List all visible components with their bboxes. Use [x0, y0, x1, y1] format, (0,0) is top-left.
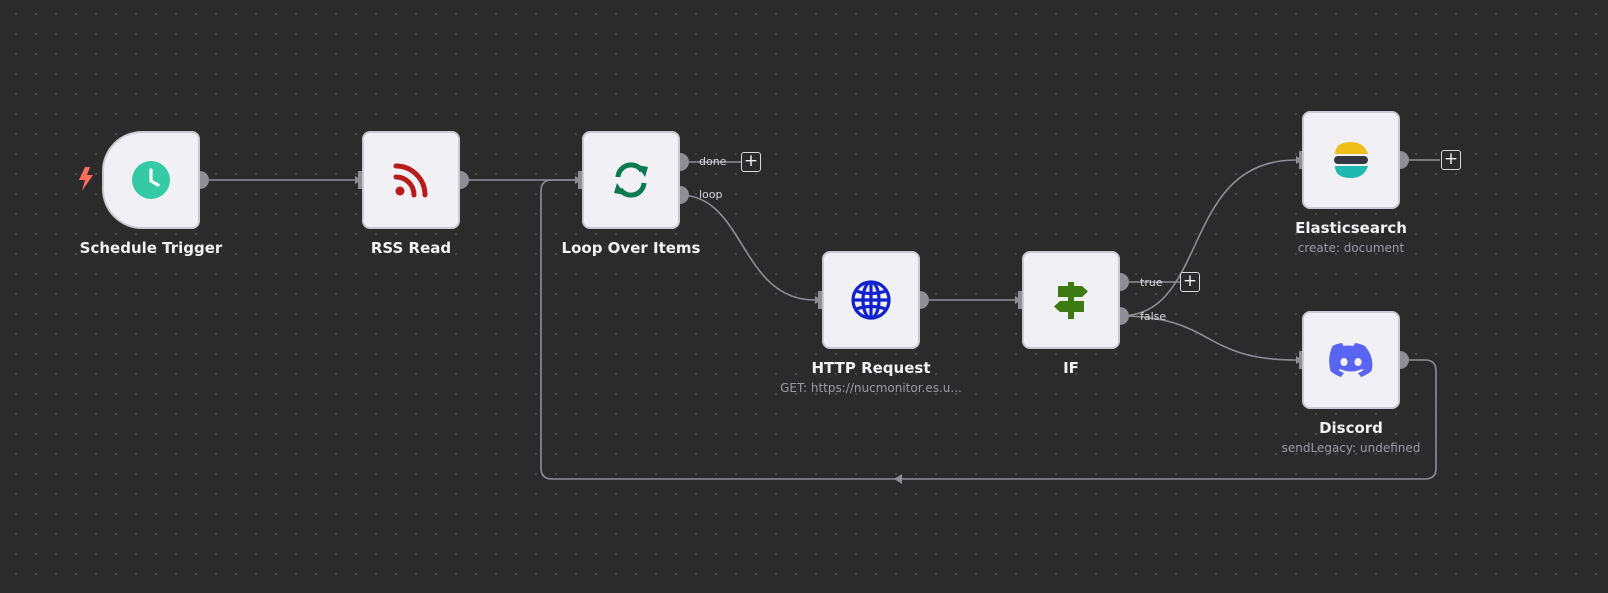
connection-if-discord — [1119, 315, 1297, 361]
handle-label-loop: loop — [699, 188, 723, 201]
node-label-loop-over-items: Loop Over Items — [561, 239, 701, 257]
handle-label-true: true — [1140, 276, 1163, 289]
handle-label-done: done — [699, 155, 727, 168]
connection-if-elastic — [1119, 159, 1297, 317]
add-node-button-true[interactable]: + — [1180, 272, 1200, 292]
node-label-http-request: HTTP Request — [811, 359, 931, 377]
node-if[interactable] — [1022, 251, 1120, 349]
add-node-button-elasticsearch[interactable]: + — [1441, 150, 1461, 170]
discord-icon — [1329, 338, 1373, 382]
globe-icon — [849, 278, 893, 322]
node-loop-over-items[interactable] — [582, 131, 680, 229]
trigger-bolt-icon — [79, 167, 93, 191]
arrowhead — [894, 474, 902, 484]
elasticsearch-icon — [1329, 138, 1373, 182]
node-label-rss-read: RSS Read — [370, 239, 452, 257]
node-discord[interactable] — [1302, 311, 1400, 409]
node-rss-read[interactable] — [362, 131, 460, 229]
node-subtitle-discord: sendLegacy: undefined — [1281, 441, 1421, 455]
node-label-schedule-trigger: Schedule Trigger — [79, 239, 223, 257]
sync-icon — [609, 158, 653, 202]
node-subtitle-elasticsearch: create: document — [1297, 241, 1405, 255]
connection-discord-loopback — [540, 179, 1437, 480]
node-schedule-trigger[interactable] — [102, 131, 200, 229]
node-label-discord: Discord — [1319, 419, 1383, 437]
node-subtitle-http-request: GET: https://nucmonitor.es.u... — [780, 381, 962, 395]
node-label-if: IF — [1063, 359, 1079, 377]
node-label-elasticsearch: Elasticsearch — [1295, 219, 1407, 237]
connection-loop-http — [679, 194, 816, 301]
signpost-icon — [1049, 278, 1093, 322]
rss-icon — [389, 158, 433, 202]
node-elasticsearch[interactable] — [1302, 111, 1400, 209]
add-node-button-done[interactable]: + — [741, 152, 761, 172]
node-http-request[interactable] — [822, 251, 920, 349]
handle-label-false: false — [1140, 310, 1167, 323]
clock-icon — [129, 158, 173, 202]
